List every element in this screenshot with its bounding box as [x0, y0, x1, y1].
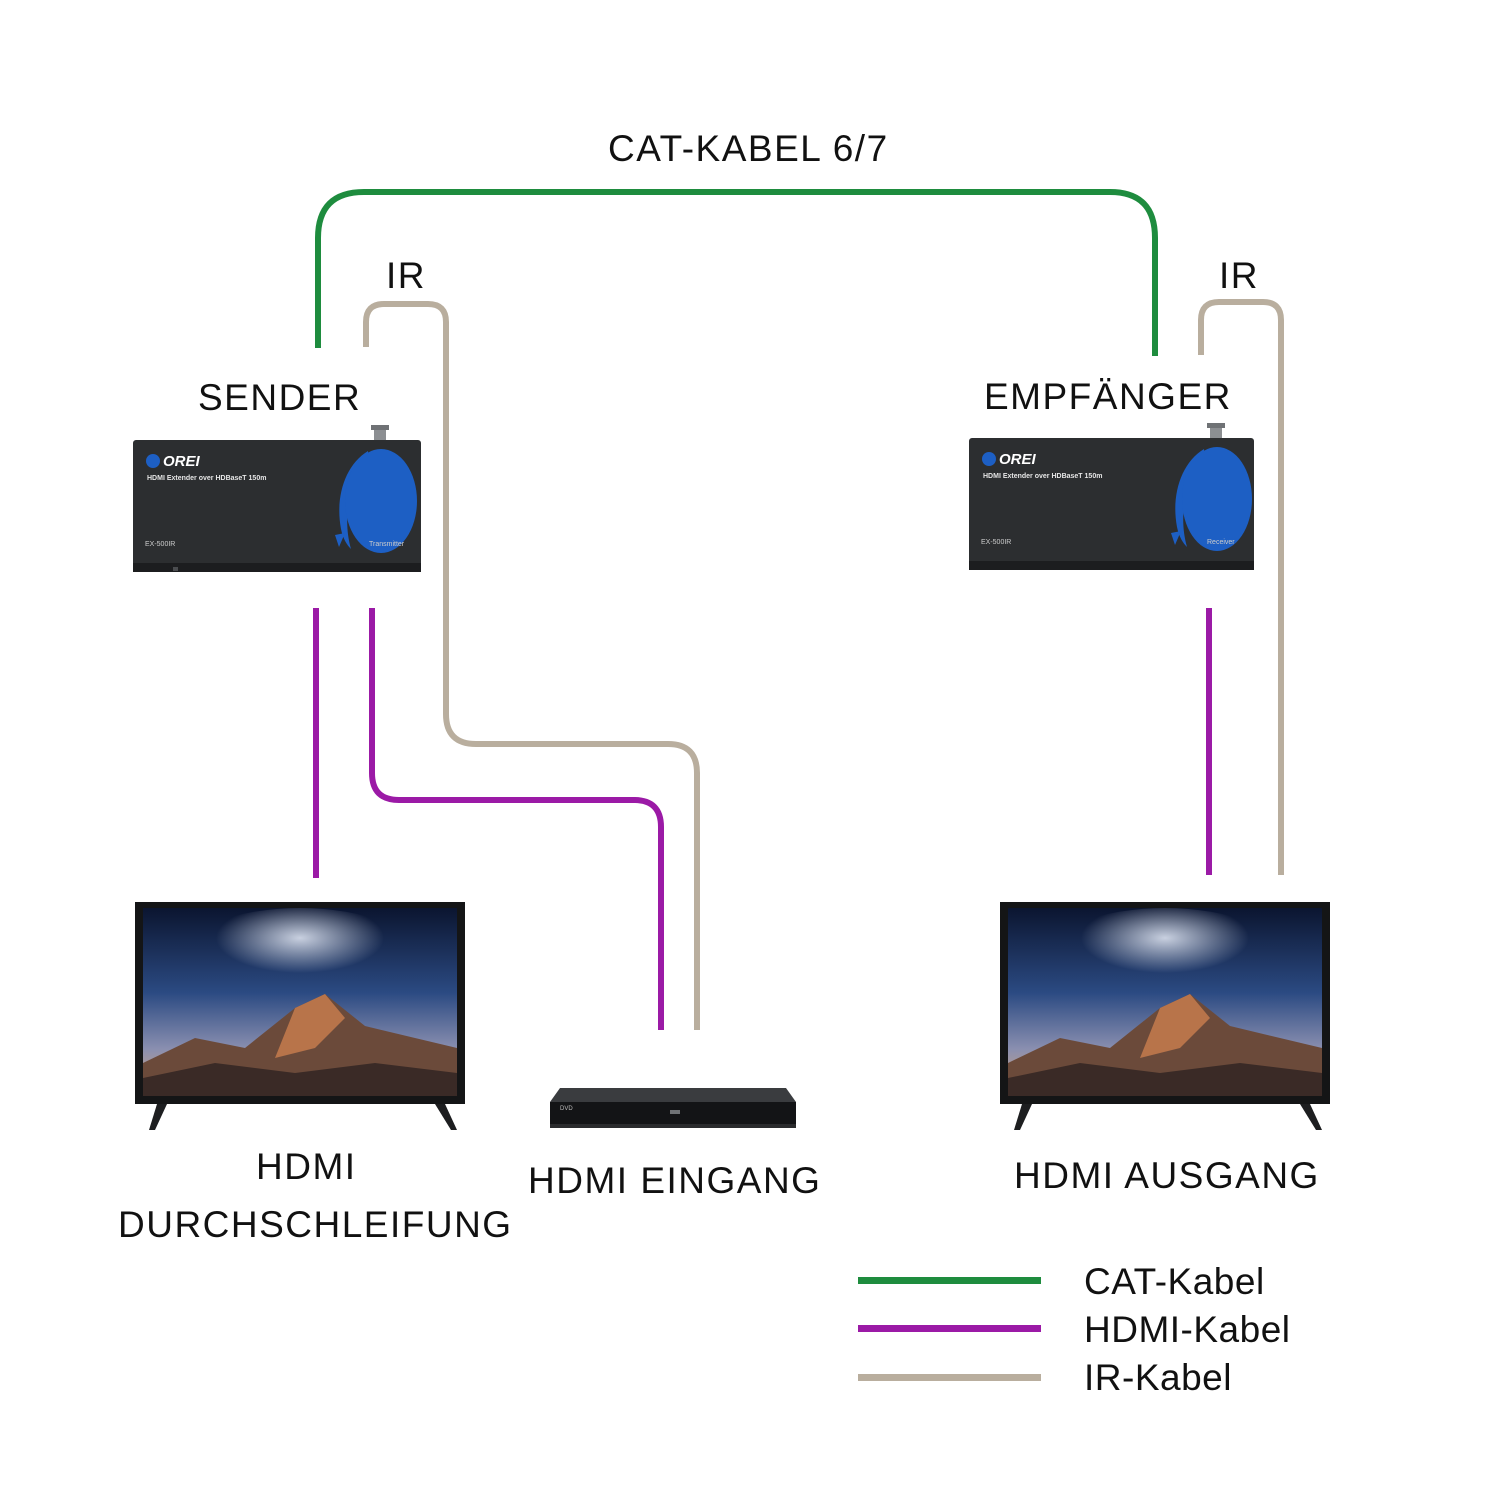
receiver-brand: OREI	[999, 451, 1036, 468]
ir-cable-sender	[363, 301, 700, 1030]
legend-label-cat: CAT-Kabel	[1084, 1261, 1265, 1302]
ir-label-receiver: IR	[1219, 255, 1259, 296]
sender-brand: OREI	[163, 453, 200, 470]
legend-swatch-ir	[858, 1374, 1041, 1381]
receiver-subtitle: HDMI Extender over HDBaseT 150m	[983, 473, 1103, 480]
hdmi-loop-label-line2: DURCHSCHLEIFUNG	[118, 1204, 513, 1245]
hdmi-output-label: HDMI AUSGANG	[1014, 1155, 1320, 1196]
cat-cable-label: CAT-KABEL 6/7	[608, 128, 889, 169]
legend-swatch-cat	[858, 1277, 1041, 1284]
ir-label-sender: IR	[386, 255, 426, 296]
ir-cable-receiver	[1198, 299, 1284, 875]
sender-label: SENDER	[198, 377, 362, 418]
legend-swatch-hdmi	[858, 1325, 1041, 1332]
hdmi-cable-input	[369, 608, 664, 1030]
sender-role: Transmitter	[369, 541, 405, 548]
sender-model: EX-500IR	[145, 541, 176, 548]
sender-device: OREI HDMI Extender over HDBaseT 150m EX-…	[133, 425, 423, 575]
dvd-badge: DVD	[560, 1106, 573, 1112]
tv-hdmi-output	[1000, 898, 1335, 1138]
legend-label-hdmi: HDMI-Kabel	[1084, 1309, 1291, 1350]
receiver-label: EMPFÄNGER	[984, 376, 1232, 417]
dvd-player: DVD	[550, 1088, 800, 1133]
receiver-role: Receiver	[1207, 539, 1235, 546]
hdmi-input-label: HDMI EINGANG	[528, 1160, 822, 1201]
cat-cable-line	[315, 189, 1158, 356]
tv-hdmi-loop	[135, 898, 470, 1138]
legend-label-ir: IR-Kabel	[1084, 1357, 1232, 1398]
sender-subtitle: HDMI Extender over HDBaseT 150m	[147, 475, 267, 482]
hdmi-loop-label-line1: HDMI	[256, 1146, 357, 1187]
receiver-device: OREI HDMI Extender over HDBaseT 150m EX-…	[969, 423, 1259, 573]
receiver-model: EX-500IR	[981, 539, 1012, 546]
